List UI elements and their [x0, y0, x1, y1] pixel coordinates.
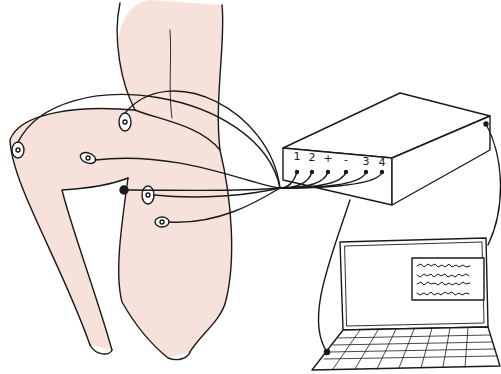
lower-leg-contour — [119, 178, 190, 360]
terminal — [327, 171, 330, 174]
terminal-label: 3 — [363, 156, 370, 168]
terminal — [345, 171, 348, 174]
lead-wire — [154, 172, 312, 197]
lead-wire — [125, 91, 382, 188]
signal-trace — [417, 282, 470, 285]
terminal-label: - — [344, 154, 348, 166]
electrode-center — [123, 120, 127, 124]
electrode — [119, 113, 131, 131]
terminal-label: + — [323, 153, 332, 165]
terminal — [381, 171, 384, 174]
lead-wire — [18, 95, 366, 188]
signal-trace — [417, 292, 469, 295]
terminal — [311, 171, 314, 174]
box-side — [392, 116, 490, 205]
signal-panel — [412, 258, 484, 300]
lead-wire — [128, 172, 297, 191]
electrode-center — [146, 193, 150, 197]
electrode-center — [86, 156, 90, 160]
hip-contour — [135, 110, 220, 150]
electrode — [142, 186, 154, 204]
terminal — [365, 171, 368, 174]
electrode — [12, 142, 24, 158]
signal-trace — [417, 264, 470, 267]
terminal — [296, 171, 299, 174]
electrode — [155, 217, 169, 227]
cable — [486, 124, 501, 245]
electrode-center — [160, 220, 164, 224]
electrode-center — [16, 148, 20, 152]
signal-trace — [417, 274, 469, 277]
lead-wire — [169, 172, 346, 222]
spine-line — [170, 30, 172, 118]
box-front — [283, 148, 392, 205]
laptop-screen — [340, 238, 488, 330]
reference-dot — [120, 186, 128, 194]
electrode — [79, 151, 97, 166]
laptop-keyboard — [312, 327, 500, 370]
terminal-label: 2 — [309, 152, 316, 164]
laptop-port — [325, 350, 330, 355]
back-right-contour — [190, 5, 232, 352]
keyboard-grid — [324, 328, 497, 369]
terminal-label: 4 — [379, 157, 386, 169]
terminal-label: 1 — [294, 151, 301, 163]
laptop-bezel — [345, 242, 484, 326]
lead-wire — [95, 158, 328, 188]
body-outline — [10, 0, 232, 358]
foot-contour — [90, 345, 112, 354]
